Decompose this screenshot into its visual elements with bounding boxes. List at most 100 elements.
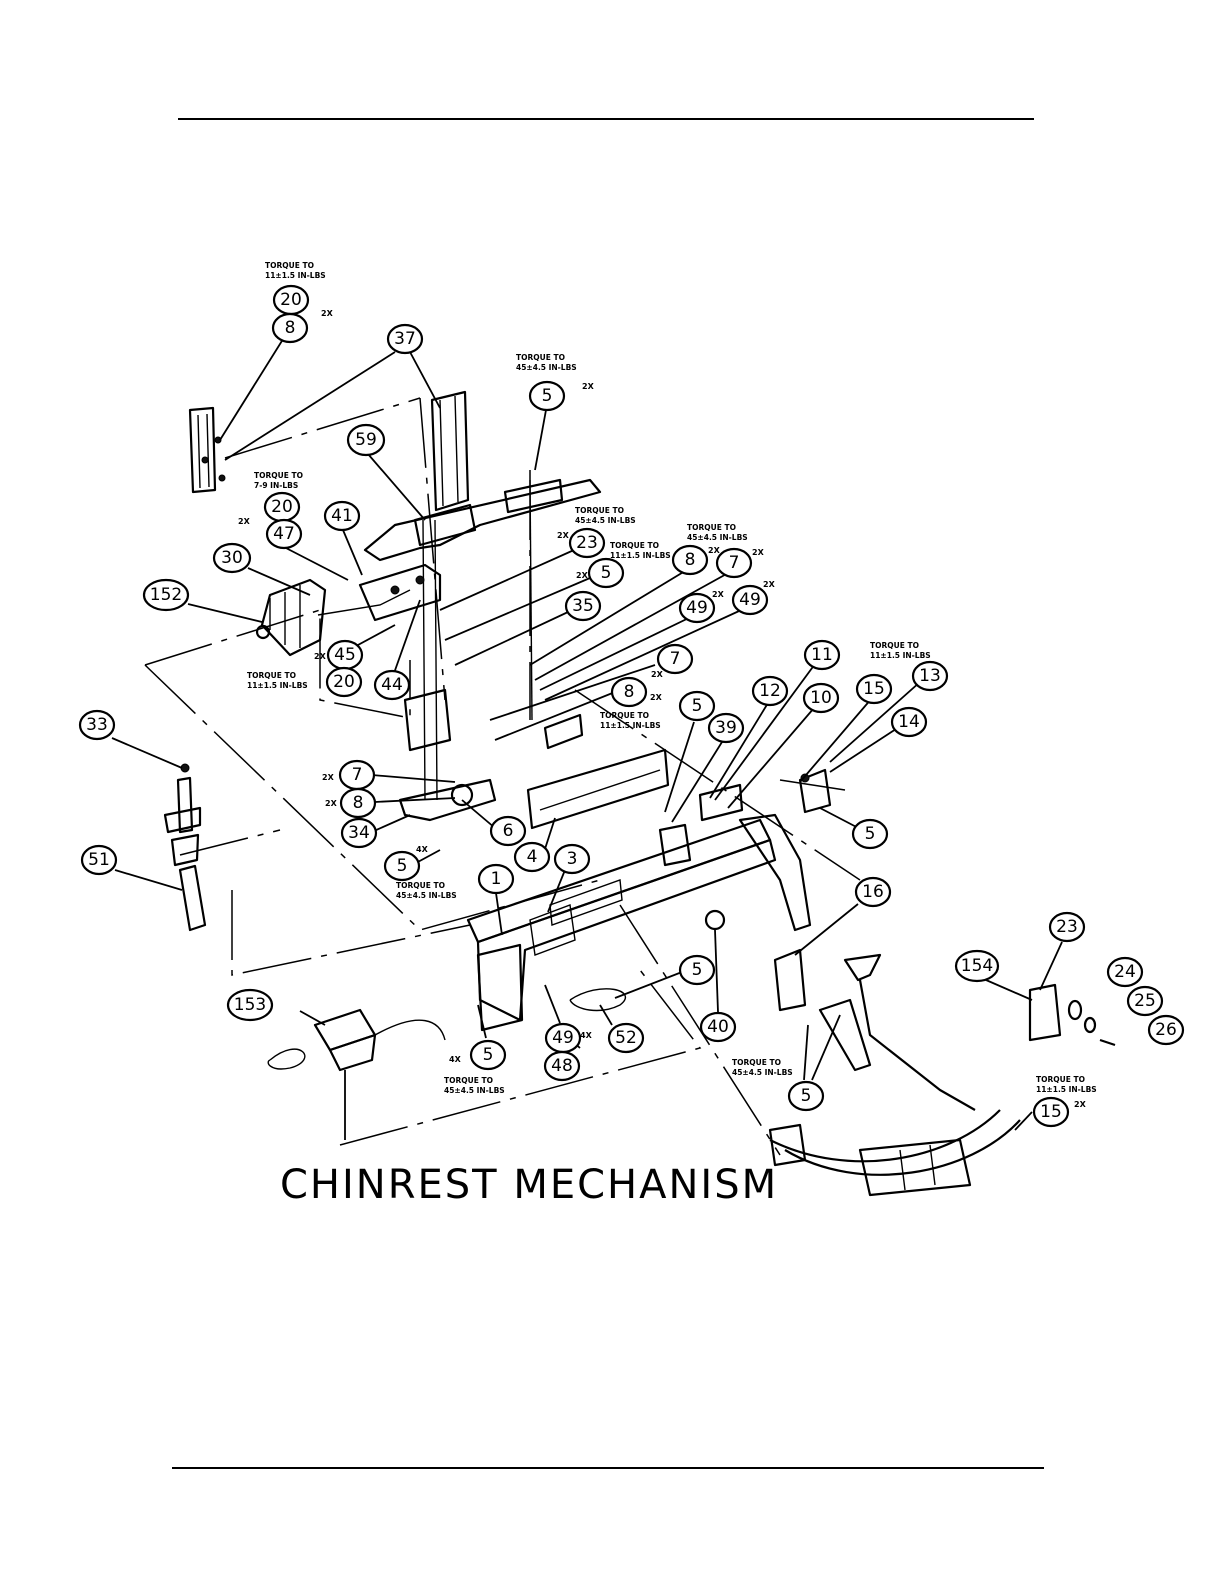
svg-text:48: 48 [551,1056,573,1076]
leader-lines [111,327,1063,1140]
multiplier-label: 2X [712,590,725,599]
svg-text:1: 1 [491,869,502,889]
part-balloon: 35 [564,590,602,622]
part-balloon: 5 [678,954,716,986]
svg-text:23: 23 [1056,917,1078,937]
part-balloon: 20 [263,491,301,523]
part-balloon: 15 [855,673,893,705]
part-balloon: 20 [325,666,363,698]
svg-text:4: 4 [527,847,538,867]
part-balloon: 52 [607,1022,645,1054]
part-balloon: 11 [803,639,841,671]
multiplier-label: 2X [576,571,589,580]
svg-text:153: 153 [234,995,266,1015]
part-balloon: 23 [1048,911,1086,943]
svg-text:41: 41 [331,506,353,526]
part-balloon: 25 [1126,985,1164,1017]
part-balloon: 7 [715,547,753,579]
svg-text:30: 30 [221,548,243,568]
part-balloon: 24 [1106,956,1144,988]
svg-text:5: 5 [865,824,876,844]
multiplier-label: 2X [557,531,570,540]
part-balloon: 8 [271,312,309,344]
svg-text:5: 5 [801,1086,812,1106]
svg-text:7: 7 [670,649,681,669]
svg-text:8: 8 [685,550,696,570]
multiplier-label: 4X [449,1055,462,1064]
part-balloon: 44 [373,669,411,701]
svg-text:49: 49 [552,1028,574,1048]
part-outlines [163,390,1116,1197]
svg-text:15: 15 [1040,1102,1062,1122]
part-balloon: 8 [671,544,709,576]
multiplier-label: 2X [650,693,663,702]
part-balloon: 1 [477,863,515,895]
svg-text:154: 154 [961,956,993,976]
svg-text:20: 20 [333,672,355,692]
svg-text:8: 8 [285,318,296,338]
part-balloon: 34 [340,817,378,849]
svg-text:7: 7 [352,765,363,785]
multiplier-label: 4X [416,845,429,854]
part-balloon: 4 [513,841,551,873]
part-balloon: 5 [587,557,625,589]
part-balloon: 8 [339,787,377,819]
part-balloon: 152 [142,578,190,612]
svg-text:45: 45 [334,645,356,665]
part-balloon: 49 [731,584,769,616]
part-balloon: 41 [323,500,361,532]
svg-text:49: 49 [739,590,761,610]
svg-text:14: 14 [898,712,920,732]
part-balloon: 13 [911,660,949,692]
part-balloon: 10 [802,682,840,714]
svg-text:59: 59 [355,430,377,450]
multiplier-label: 2X [314,652,327,661]
part-balloon: 33 [78,709,116,741]
diagram-title: CHINREST MECHANISM [280,1162,778,1208]
part-balloon: 8 [610,676,648,708]
part-balloon: 23 [568,527,606,559]
part-balloon: 7 [656,643,694,675]
svg-text:35: 35 [572,596,594,616]
svg-text:49: 49 [686,598,708,618]
multiplier-label: 2X [325,799,338,808]
part-balloon: 49 [544,1022,582,1054]
quantity-multipliers: 2X 2X 2X 2X 2X 2X 2X 2X 2X 2X 2X 2X 2X 2… [238,309,1087,1109]
part-balloon: 5 [528,380,566,412]
svg-text:15: 15 [863,679,885,699]
svg-text:5: 5 [601,563,612,583]
part-balloon: 5 [787,1080,825,1112]
svg-text:40: 40 [707,1017,729,1037]
part-balloon: 16 [854,876,892,908]
svg-text:20: 20 [280,290,302,310]
multiplier-label: 2X [321,309,334,318]
multiplier-label: 2X [1074,1100,1087,1109]
part-balloon: 39 [707,712,745,744]
svg-text:47: 47 [273,524,295,544]
part-balloon: 48 [543,1050,581,1082]
part-balloon: 26 [1147,1014,1185,1046]
part-balloons: 20 8 37 5 59 20 47 41 30 152 23 5 8 7 35… [78,284,1185,1128]
svg-text:26: 26 [1155,1020,1177,1040]
svg-text:5: 5 [692,696,703,716]
svg-text:11: 11 [811,645,833,665]
part-balloon: 51 [80,844,118,876]
svg-text:39: 39 [715,718,737,738]
part-balloon: 6 [489,815,527,847]
part-balloon: 15 [1032,1096,1070,1128]
svg-text:8: 8 [353,793,364,813]
part-balloon: 40 [699,1011,737,1043]
multiplier-label: 2X [582,382,595,391]
svg-text:8: 8 [624,682,635,702]
svg-text:152: 152 [150,585,182,605]
svg-text:52: 52 [615,1028,637,1048]
svg-text:24: 24 [1114,962,1136,982]
